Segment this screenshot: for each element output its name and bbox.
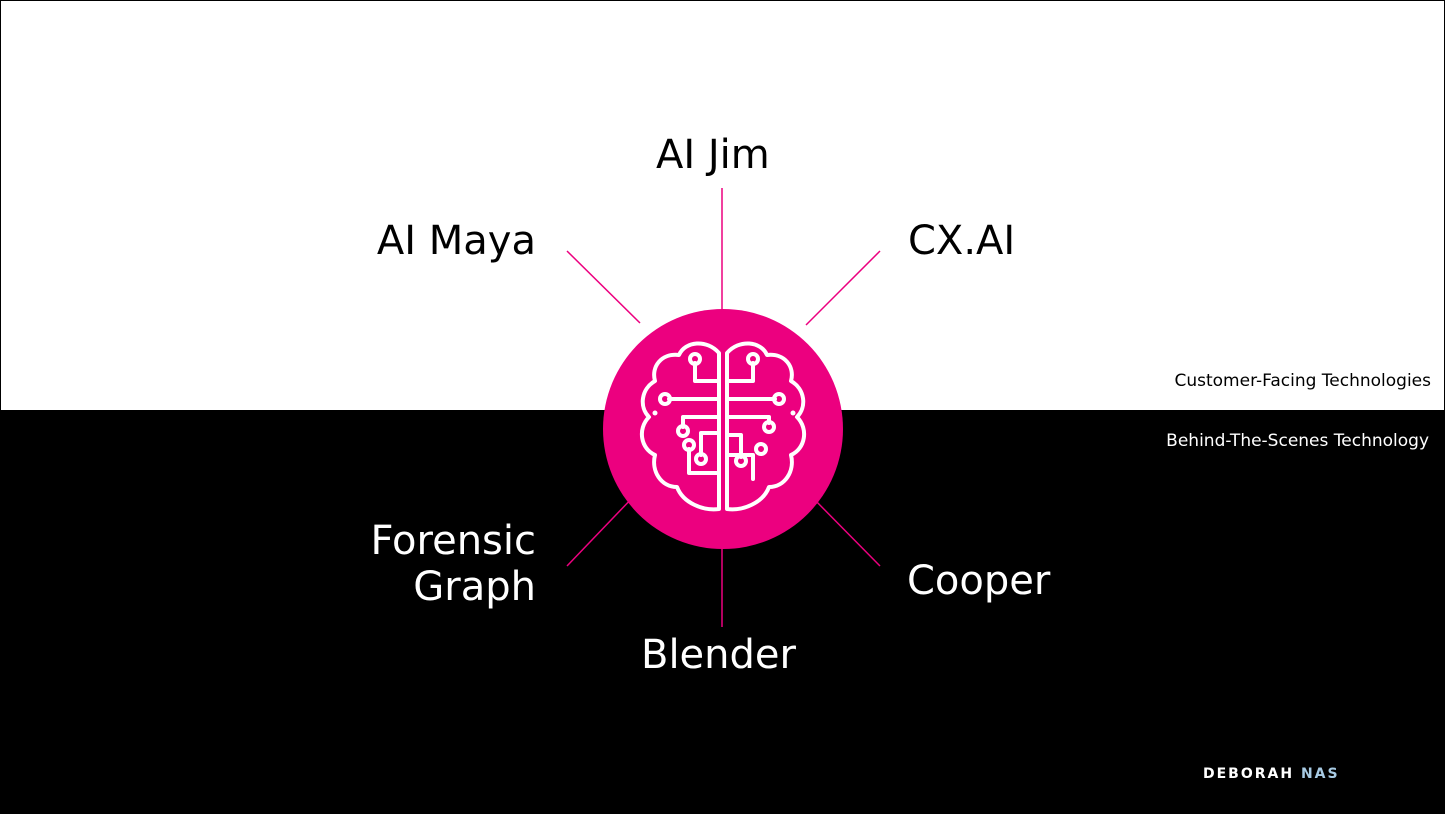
node-forensic-graph: Forensic Graph: [336, 518, 536, 610]
connector-forensic-graph: [566, 493, 637, 567]
node-cooper: Cooper: [907, 558, 1051, 604]
node-blender: Blender: [641, 632, 796, 678]
brand-first-name: DEBORAH: [1203, 766, 1295, 782]
node-cx-ai: CX.AI: [908, 218, 1016, 264]
connector-ai-maya: [566, 250, 641, 324]
connector-cx-ai: [805, 250, 881, 326]
brand-last-name: NAS: [1300, 766, 1340, 782]
node-ai-jim: AI Jim: [656, 132, 770, 178]
brain-hub: [603, 309, 843, 549]
node-forensic-graph-line2: Graph: [413, 564, 536, 610]
section-label-behind-the-scenes: Behind-The-Scenes Technology: [1166, 431, 1429, 451]
brain-circuit-icon: [603, 309, 843, 549]
section-label-customer-facing: Customer-Facing Technologies: [1174, 371, 1431, 391]
node-ai-maya: AI Maya: [376, 218, 536, 264]
connector-cooper: [808, 493, 881, 567]
brand-logo: DEBORAH NAS: [1203, 766, 1340, 782]
node-forensic-graph-line1: Forensic: [370, 518, 536, 564]
